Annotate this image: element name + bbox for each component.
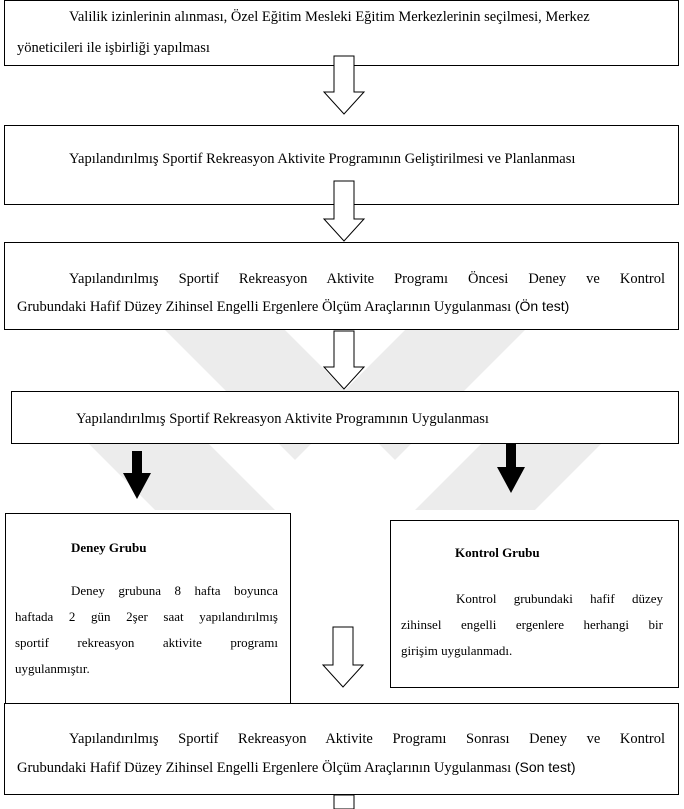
step-3-box: Yapılandırılmış Sportif Rekreasyon Aktiv… (4, 242, 679, 330)
experiment-group-box: Deney Grubu Deney grubuna 8 hafta boyunc… (5, 513, 291, 703)
step-1-line-2: yöneticileri ile işbirliği yapılması (17, 40, 210, 56)
experiment-group-line-3: sportif rekreasyon aktivite programı (15, 635, 278, 650)
experiment-group-line-2: haftada 2 gün 2şer saat yapılandırılmış (15, 609, 278, 624)
hollow-down-arrow-icon (333, 794, 355, 809)
control-group-title: Kontrol Grubu (455, 545, 540, 560)
step-5-line-1: Yapılandırılmış Sportif Rekreasyon Aktiv… (69, 731, 665, 747)
experiment-group-line-1: Deney grubuna 8 hafta boyunca (71, 583, 278, 598)
control-group-line-3: girişim uygulanmadı. (401, 643, 513, 658)
control-group-line-1: Kontrol grubundaki hafif düzey (456, 591, 663, 606)
hollow-down-arrow-icon (321, 626, 365, 688)
step-3-line-1: Yapılandırılmış Sportif Rekreasyon Aktiv… (69, 271, 665, 287)
solid-down-arrow-left-icon (123, 451, 151, 499)
step-5-tag: (Son test) (514, 759, 576, 775)
solid-down-arrow-right-icon (497, 443, 525, 493)
step-3-line-2-wrap: Grubundaki Hafif Düzey Zihinsel Engelli … (17, 292, 569, 321)
step-4-box: Yapılandırılmış Sportif Rekreasyon Aktiv… (11, 391, 679, 444)
hollow-down-arrow-icon (322, 180, 366, 242)
experiment-group-title: Deney Grubu (71, 540, 147, 555)
step-5-line-2: Grubundaki Hafif Düzey Zihinsel Engelli … (17, 760, 512, 776)
step-3-line-2: Grubundaki Hafif Düzey Zihinsel Engelli … (17, 299, 512, 315)
experiment-group-line-4: uygulanmıştır. (15, 661, 90, 676)
step-1-line-1: Valilik izinlerinin alınması, Özel Eğiti… (69, 9, 590, 25)
control-group-box: Kontrol Grubu Kontrol grubundaki hafif d… (390, 520, 679, 688)
step-4-text: Yapılandırılmış Sportif Rekreasyon Aktiv… (76, 411, 489, 427)
hollow-down-arrow-icon (322, 55, 366, 115)
step-5-box: Yapılandırılmış Sportif Rekreasyon Aktiv… (4, 703, 679, 795)
hollow-down-arrow-icon (322, 330, 366, 390)
step-1-box: Valilik izinlerinin alınması, Özel Eğiti… (4, 0, 679, 66)
step-2-text: Yapılandırılmış Sportif Rekreasyon Aktiv… (69, 151, 576, 167)
control-group-line-2: zihinsel engelli ergenlere herhangi bir (401, 617, 663, 632)
step-5-line-2-wrap: Grubundaki Hafif Düzey Zihinsel Engelli … (17, 753, 576, 782)
step-3-tag: (Ön test) (514, 298, 570, 314)
